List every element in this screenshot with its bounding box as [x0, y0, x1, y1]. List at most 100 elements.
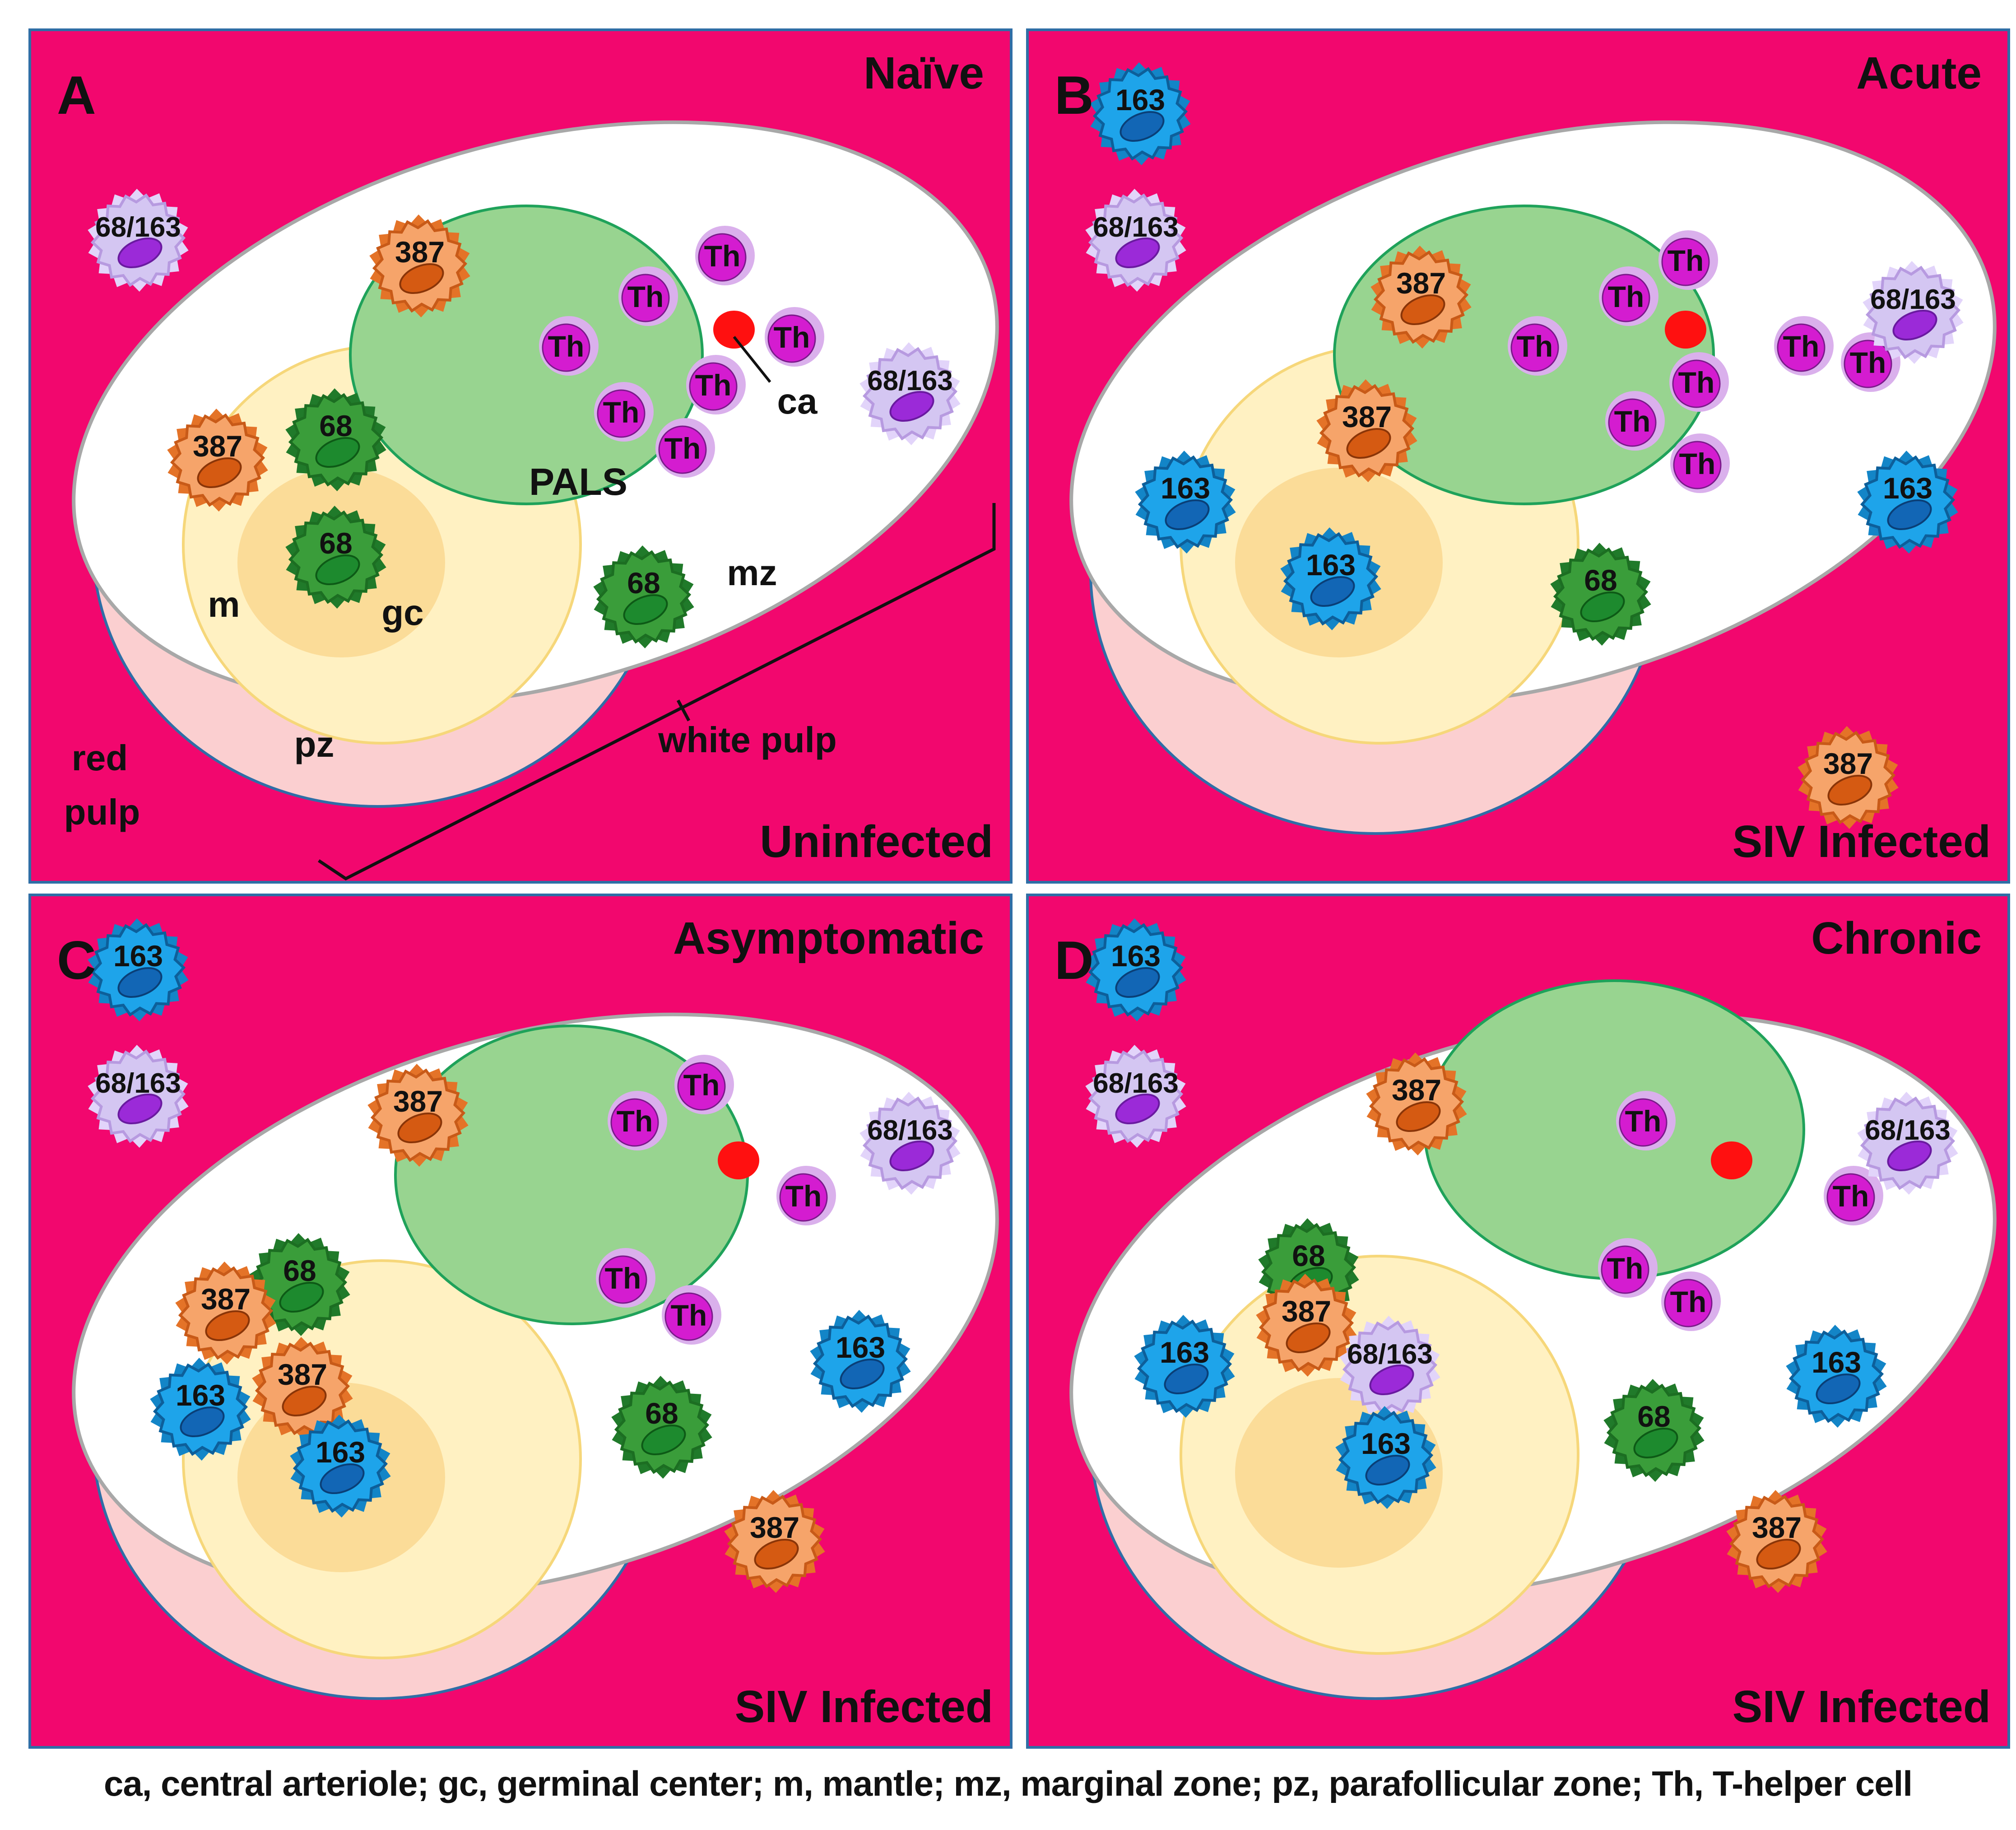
- cell-nucleus: [1633, 1427, 1678, 1459]
- th-body: [664, 1292, 713, 1341]
- cell-label: 163: [113, 939, 163, 973]
- th-body: [597, 389, 646, 438]
- th-body: [1601, 1245, 1649, 1294]
- central-arteriole: [718, 1141, 759, 1179]
- th-label: Th: [1517, 330, 1553, 363]
- th-label: Th: [617, 1104, 653, 1138]
- macrophage-cell-163: 163: [290, 1415, 391, 1518]
- th-label: Th: [627, 280, 664, 313]
- th-body: [1777, 323, 1826, 372]
- cell-label: 387: [1396, 266, 1446, 300]
- macrophage-cell-387: 387: [1370, 246, 1472, 349]
- cell-label: 163: [316, 1435, 365, 1469]
- th-body: [677, 1062, 726, 1111]
- cell-label: 387: [201, 1282, 251, 1316]
- th-body: [658, 425, 707, 474]
- cell-label: 68: [1637, 1400, 1670, 1433]
- th-cell: Th: [596, 1248, 655, 1308]
- label-pals: PALS: [529, 461, 627, 503]
- cell-nucleus: [623, 594, 668, 625]
- cell-nucleus: [1369, 1364, 1414, 1396]
- cell-nucleus: [197, 457, 242, 489]
- macrophage-cell-68: 68: [285, 506, 386, 609]
- cell-nucleus: [1115, 967, 1160, 998]
- cell-label: 163: [1160, 1336, 1209, 1369]
- infection-status: SIV Infected: [735, 1681, 993, 1732]
- cell-label: 68: [283, 1254, 316, 1287]
- th-label: Th: [603, 396, 640, 429]
- stage-title: Naïve: [864, 48, 984, 98]
- th-label: Th: [704, 239, 741, 273]
- macrophage-cell-68-163: 68/163: [88, 1045, 189, 1148]
- cell-nucleus: [1827, 774, 1872, 806]
- th-label: Th: [1668, 244, 1704, 277]
- cell-nucleus: [315, 554, 360, 586]
- th-cell: Th: [1605, 391, 1665, 451]
- central-arteriole: [1665, 311, 1706, 349]
- th-cell: Th: [1661, 1271, 1721, 1331]
- macrophage-cell-387: 387: [1798, 726, 1899, 829]
- cell-label: 68: [627, 566, 660, 600]
- th-label: Th: [605, 1262, 641, 1295]
- th-cell: Th: [695, 226, 755, 285]
- th-label: Th: [1833, 1179, 1869, 1213]
- macrophage-cell-68: 68: [611, 1376, 712, 1479]
- cell-label: 163: [1361, 1427, 1411, 1460]
- cell-nucleus: [279, 1281, 324, 1313]
- cell-label: 163: [836, 1331, 885, 1364]
- macrophage-cell-68: 68: [593, 545, 694, 648]
- cell-nucleus: [1887, 499, 1932, 531]
- central-arteriole: [713, 311, 755, 349]
- cell-nucleus: [1580, 591, 1625, 623]
- th-label: Th: [1670, 1285, 1707, 1318]
- cell-label: 68/163: [95, 1068, 181, 1099]
- th-label: Th: [1607, 1252, 1644, 1285]
- macrophage-cell-387: 387: [167, 409, 268, 512]
- cell-label: 163: [1812, 1346, 1861, 1379]
- macrophage-cell-387: 387: [1316, 379, 1417, 482]
- cell-nucleus: [1115, 1093, 1160, 1125]
- macrophage-cell-68: 68: [1603, 1379, 1705, 1482]
- th-body: [1510, 323, 1559, 372]
- th-cell: Th: [1774, 316, 1834, 376]
- cell-nucleus: [641, 1424, 686, 1456]
- label-ca: ca: [777, 381, 818, 421]
- panel-letter: B: [1054, 65, 1094, 126]
- cell-nucleus: [320, 1463, 365, 1495]
- th-cell: Th: [1670, 433, 1730, 493]
- cell-label: 387: [1752, 1511, 1802, 1544]
- cell-label: 68/163: [867, 365, 953, 396]
- label-mz: mz: [727, 553, 777, 593]
- th-label: Th: [1783, 330, 1820, 363]
- th-cell: Th: [608, 1091, 667, 1150]
- th-cell: Th: [674, 1055, 734, 1114]
- pals: [1423, 979, 1805, 1280]
- cell-label: 68: [319, 409, 352, 442]
- macrophage-cell-68-163: 68/163: [859, 1092, 961, 1195]
- label-m: m: [208, 584, 240, 624]
- th-label: Th: [1614, 405, 1651, 438]
- macrophage-cell-68: 68: [1550, 543, 1651, 646]
- th-label: Th: [1625, 1104, 1662, 1138]
- macrophage-cell-68-163: 68/163: [1339, 1316, 1440, 1419]
- th-label: Th: [664, 432, 701, 465]
- figure-caption: ca, central arteriole; gc, germinal cent…: [103, 1764, 1913, 1803]
- th-cell: Th: [1508, 316, 1567, 376]
- th-label: Th: [671, 1299, 707, 1332]
- cell-label: 387: [1342, 400, 1392, 433]
- macrophage-cell-68-163: 68/163: [1857, 1092, 1958, 1195]
- macrophage-cell-163: 163: [1335, 1406, 1436, 1509]
- cell-nucleus: [1310, 576, 1355, 607]
- cell-nucleus: [1286, 1322, 1331, 1354]
- macrophage-cell-68-163: 68/163: [1863, 261, 1964, 364]
- infection-status: SIV Infected: [1733, 816, 1991, 867]
- macrophage-cell-163: 163: [1085, 918, 1186, 1021]
- th-body: [542, 323, 590, 372]
- cell-nucleus: [1165, 499, 1210, 531]
- infection-status: Uninfected: [760, 816, 993, 867]
- th-body: [610, 1098, 659, 1147]
- macrophage-cell-68: 68: [285, 388, 386, 491]
- th-label: Th: [1678, 366, 1715, 399]
- cell-label: 68/163: [1865, 1115, 1951, 1146]
